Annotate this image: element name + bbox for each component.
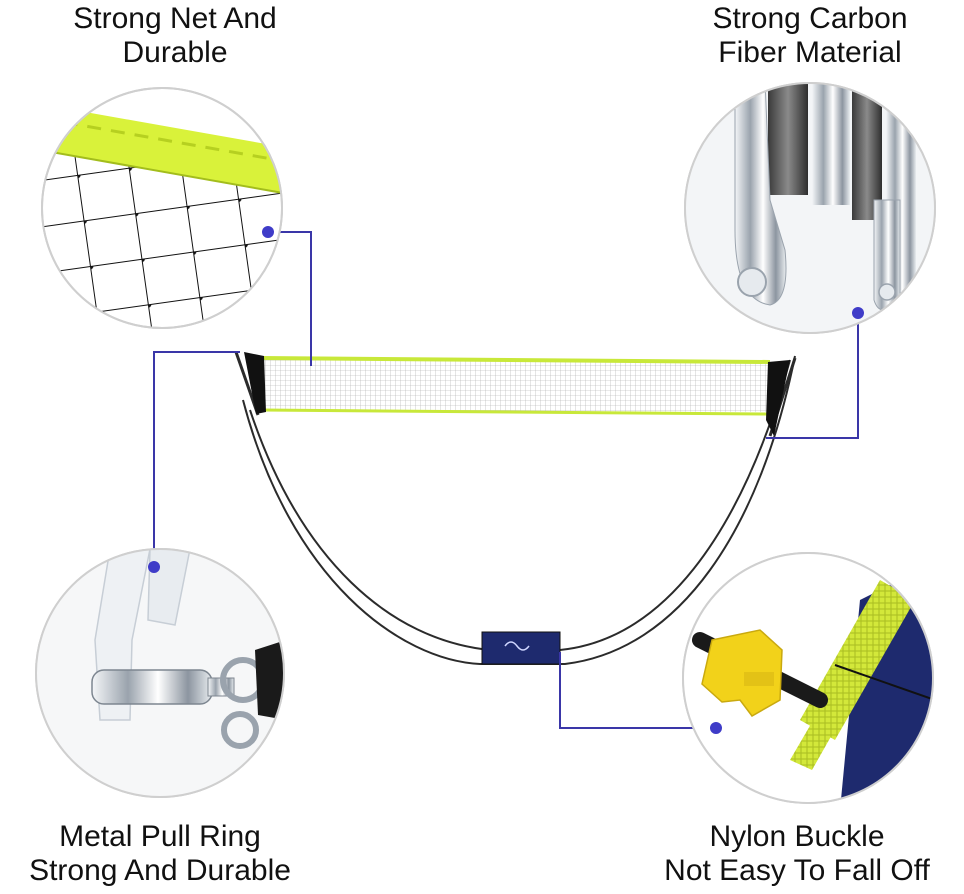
caption-strong-net: Strong Net And Durable xyxy=(20,2,330,70)
callout-lines xyxy=(153,231,859,729)
caption-line: Not Easy To Fall Off xyxy=(664,854,930,887)
carbon-fiber-closeup-circle xyxy=(684,82,936,334)
caption-line: Strong Net And xyxy=(73,2,277,35)
caption-carbon-fiber: Strong Carbon Fiber Material xyxy=(660,2,960,70)
caption-line: Durable xyxy=(122,36,228,69)
badminton-net-stand xyxy=(234,351,797,665)
caption-line: Nylon Buckle xyxy=(709,820,885,853)
pull-ring-closeup-circle xyxy=(35,548,285,798)
caption-line: Metal Pull Ring xyxy=(59,820,261,853)
net-closeup-circle xyxy=(41,87,283,329)
caption-line: Strong Carbon xyxy=(712,2,908,35)
caption-nylon-buckle: Nylon Buckle Not Easy To Fall Off xyxy=(630,820,964,888)
caption-line: Strong And Durable xyxy=(29,854,291,887)
caption-metal-pull-ring: Metal Pull Ring Strong And Durable xyxy=(0,820,320,888)
caption-line: Fiber Material xyxy=(718,36,902,69)
callout-dots xyxy=(148,226,864,734)
nylon-buckle-closeup-circle xyxy=(682,552,934,804)
